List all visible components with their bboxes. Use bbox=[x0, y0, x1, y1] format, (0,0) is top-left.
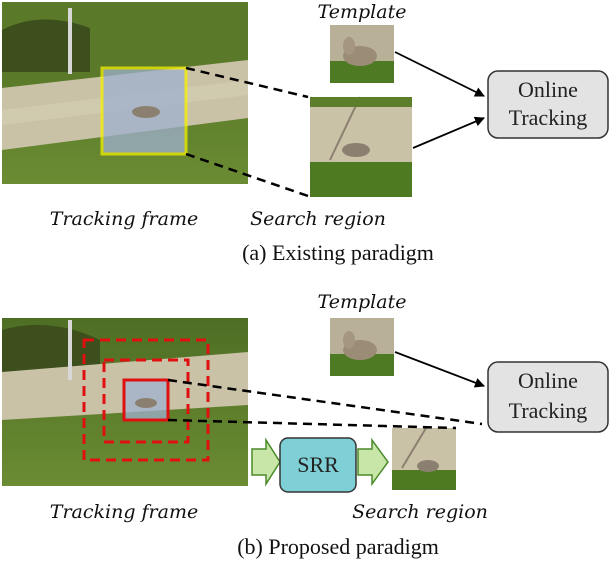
block-arrow-from-srr bbox=[357, 437, 389, 487]
search-box-middle bbox=[102, 358, 190, 444]
search-region-image-b bbox=[392, 427, 456, 490]
search-region-image-a bbox=[310, 96, 412, 197]
tracker-line2-b: Tracking bbox=[509, 398, 588, 423]
zoom-line-top-a bbox=[185, 66, 309, 99]
arrow-template-to-tracker-a bbox=[394, 51, 485, 97]
arrow-template-to-tracker-b bbox=[394, 351, 485, 388]
tracker-line2-a: Tracking bbox=[509, 105, 588, 130]
zoom-line-top-b bbox=[167, 378, 483, 426]
zoom-line-bottom-a bbox=[185, 152, 309, 198]
block-arrow-to-srr bbox=[251, 437, 281, 487]
search-box-outer bbox=[82, 338, 210, 462]
arrow-search-to-tracker-a bbox=[412, 116, 485, 149]
tracking-frame-image-a bbox=[2, 2, 248, 184]
search-region-label-b: Search region bbox=[352, 501, 488, 523]
template-label-a: Template bbox=[318, 1, 407, 23]
caption-a: (a) Existing paradigm bbox=[242, 240, 434, 265]
tracking-frame-label-b: Tracking frame bbox=[50, 501, 198, 523]
tracker-line1-a: Online bbox=[518, 77, 578, 102]
tracking-frame-label-a: Tracking frame bbox=[50, 208, 198, 230]
srr-box bbox=[279, 437, 357, 493]
template-image-b bbox=[330, 318, 394, 376]
srr-label: SRR bbox=[297, 452, 339, 477]
online-tracking-box-a bbox=[487, 70, 609, 139]
online-tracking-box-b bbox=[487, 361, 609, 433]
template-label-b: Template bbox=[318, 291, 407, 313]
search-box-inner bbox=[122, 378, 170, 422]
caption-b: (b) Proposed paradigm bbox=[237, 534, 439, 559]
zoom-line-bottom-b bbox=[167, 418, 457, 430]
search-region-label-a: Search region bbox=[250, 208, 386, 230]
tracker-line1-b: Online bbox=[518, 368, 578, 393]
panel-a: Online Tracking Template Tracking frame … bbox=[2, 1, 609, 265]
panel-b: SRR Online Tracking Template Tracking fr… bbox=[2, 291, 609, 559]
tracking-frame-image-b bbox=[2, 318, 248, 486]
template-image-a bbox=[330, 25, 394, 83]
